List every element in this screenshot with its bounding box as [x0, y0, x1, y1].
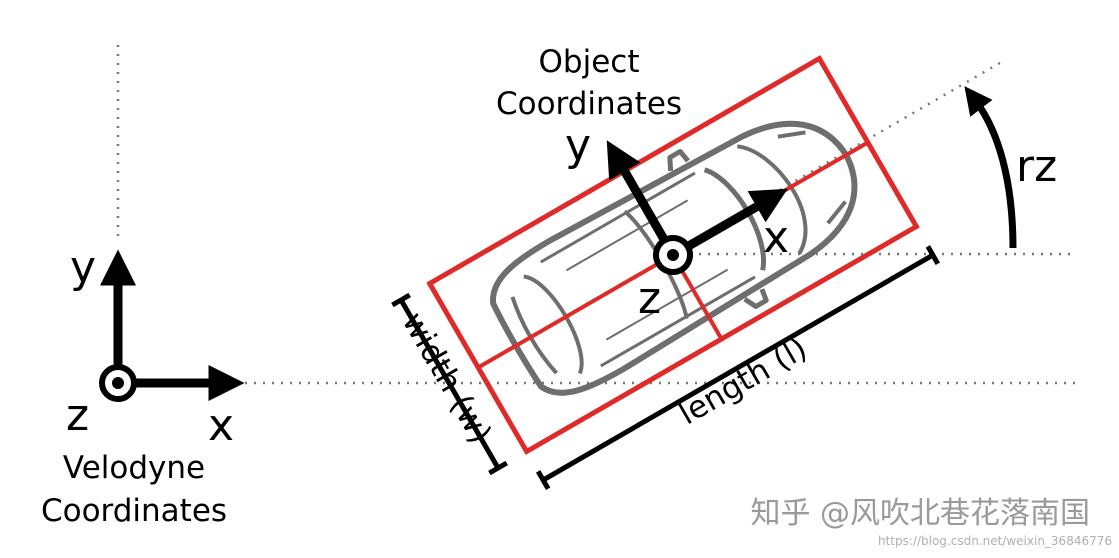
- object-caption-line2: Coordinates: [496, 86, 682, 122]
- zhihu-watermark: 知乎 @风吹北巷花落南国: [750, 496, 1090, 531]
- object-caption-line1: Object: [539, 44, 640, 80]
- velodyne-x-label: x: [208, 400, 234, 451]
- velodyne-axes: [99, 249, 245, 402]
- rotation-label: rz: [1016, 141, 1057, 192]
- dotted-guides: [116, 45, 1075, 385]
- object-heading-guide: [779, 58, 1006, 192]
- object-x-label: x: [763, 212, 789, 263]
- object-frame: [391, 55, 941, 490]
- car-top-view: [490, 120, 858, 396]
- rotation-arc-arrow: [964, 86, 1017, 249]
- velodyne-z-axis-dot: [112, 377, 124, 389]
- length-label: length (l): [673, 330, 814, 432]
- object-y-axis-arrow: [606, 140, 671, 247]
- velodyne-z-label: z: [66, 390, 89, 441]
- width-dimension: [391, 292, 508, 476]
- velodyne-caption-line2: Coordinates: [41, 493, 227, 529]
- velodyne-caption-line1: Velodyne: [63, 450, 205, 486]
- object-z-label: z: [638, 273, 661, 324]
- velodyne-y-label: y: [70, 242, 96, 293]
- url-watermark: https://blog.csdn.net/weixin_36846776: [878, 534, 1112, 548]
- length-dimension: [535, 245, 941, 490]
- object-y-label: y: [565, 120, 591, 171]
- object-z-axis-dot: [667, 249, 679, 261]
- object-x-axis-arrow: [681, 188, 788, 253]
